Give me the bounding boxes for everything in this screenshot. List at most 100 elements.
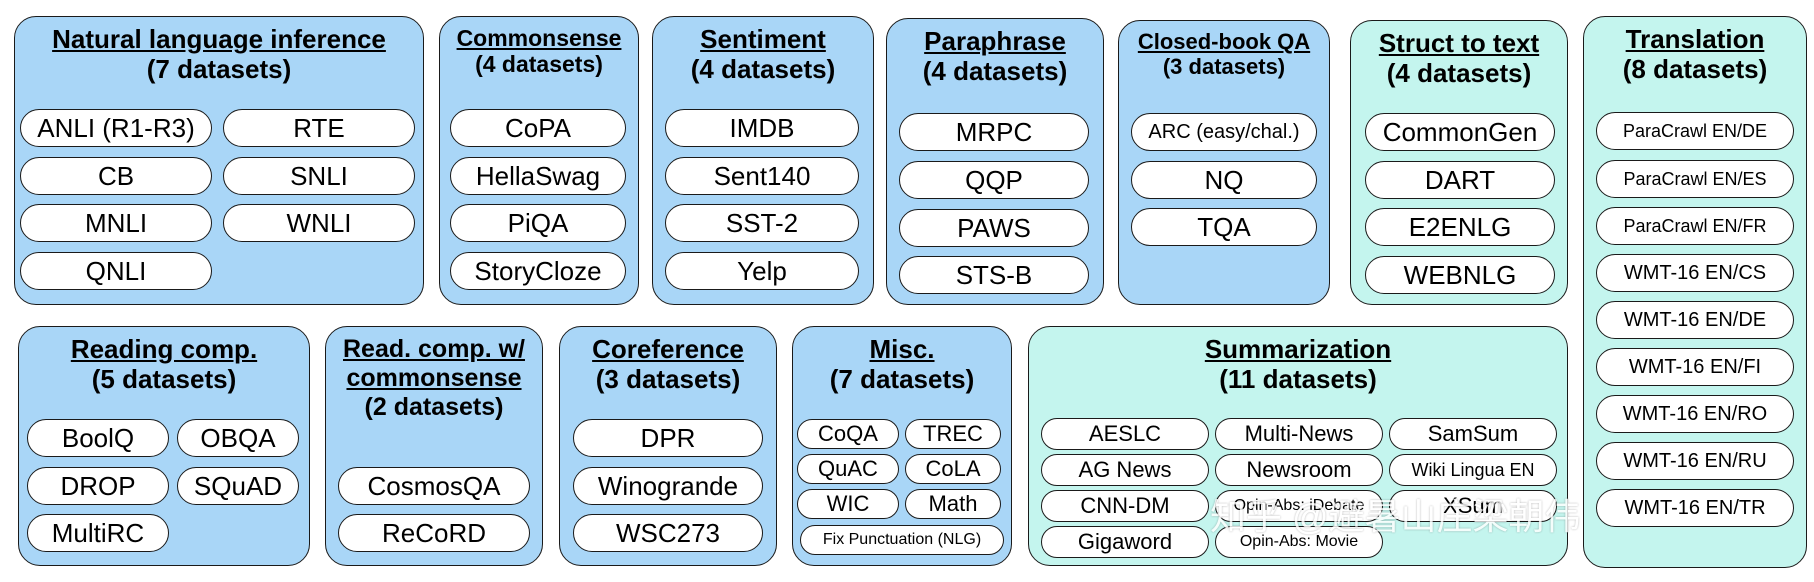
- dataset-pill: ParaCrawl EN/DE: [1596, 112, 1794, 150]
- dataset-pill: E2ENLG: [1365, 208, 1555, 246]
- dataset-pill: StoryCloze: [450, 252, 626, 290]
- dataset-pill: WIC: [797, 489, 899, 519]
- dataset-pill: SamSum: [1389, 418, 1557, 450]
- dataset-pill: QuAC: [797, 454, 899, 484]
- cluster-title: Natural language inference: [52, 24, 386, 54]
- dataset-pill: WEBNLG: [1365, 256, 1555, 294]
- cluster-title: Reading comp.: [70, 334, 258, 364]
- dataset-pill: OBQA: [177, 419, 299, 457]
- cluster-paraphrase: Paraphrase (4 datasets) MRPC QQP PAWS ST…: [886, 18, 1104, 305]
- cluster-title: Paraphrase: [924, 26, 1066, 56]
- cluster-struct-to-text: Struct to text (4 datasets) CommonGen DA…: [1350, 20, 1568, 305]
- dataset-pill: ParaCrawl EN/FR: [1596, 207, 1794, 245]
- dataset-pill: ANLI (R1-R3): [20, 109, 212, 147]
- dataset-pill: Multi-News: [1215, 418, 1383, 450]
- dataset-pill: SQuAD: [177, 467, 299, 505]
- dataset-pill: PiQA: [450, 204, 626, 242]
- dataset-pill: TREC: [905, 419, 1001, 449]
- dataset-pill: WSC273: [573, 514, 763, 552]
- dataset-pill: TQA: [1131, 208, 1317, 246]
- cluster-title: Commonsense: [456, 25, 622, 51]
- dataset-pill: SNLI: [223, 157, 415, 195]
- dataset-pill: CoQA: [797, 419, 899, 449]
- cluster-count: (7 datasets): [829, 363, 975, 394]
- cluster-sentiment: Sentiment (4 datasets) IMDB Sent140 SST-…: [652, 16, 874, 305]
- dataset-pill: Newsroom: [1215, 454, 1383, 486]
- dataset-pill: SST-2: [665, 204, 859, 242]
- dataset-pill: DROP: [27, 467, 169, 505]
- cluster-title-line-2: commonsense: [346, 363, 522, 392]
- dataset-pill: WNLI: [223, 204, 415, 242]
- cluster-count: (3 datasets): [1162, 54, 1286, 80]
- dataset-pill: CommonGen: [1365, 113, 1555, 151]
- dataset-pill: WMT-16 EN/DE: [1596, 301, 1794, 339]
- dataset-pill: ReCoRD: [338, 514, 530, 552]
- cluster-count: (7 datasets): [146, 53, 292, 84]
- dataset-pill: Math: [905, 489, 1001, 519]
- cluster-title: Sentiment: [700, 24, 826, 54]
- cluster-title: Struct to text: [1378, 28, 1540, 58]
- dataset-pill: CNN-DM: [1041, 490, 1209, 522]
- dataset-pill: MNLI: [20, 204, 212, 242]
- dataset-pill: Yelp: [665, 252, 859, 290]
- dataset-pill: AESLC: [1041, 418, 1209, 450]
- dataset-pill: Gigaword: [1041, 526, 1209, 558]
- dataset-pill: MRPC: [899, 113, 1089, 151]
- dataset-pill: CB: [20, 157, 212, 195]
- dataset-pill: WMT-16 EN/CS: [1596, 254, 1794, 292]
- dataset-pill: PAWS: [899, 209, 1089, 247]
- dataset-pill: NQ: [1131, 161, 1317, 199]
- cluster-title: Misc.: [869, 334, 935, 364]
- cluster-translation: Translation (8 datasets) ParaCrawl EN/DE…: [1583, 16, 1807, 568]
- cluster-title: Coreference: [592, 334, 744, 364]
- dataset-pill: Winogrande: [573, 467, 763, 505]
- watermark: 知乎 @避暑山庄梁朝伟: [1210, 496, 1581, 537]
- cluster-title: Closed-book QA: [1137, 29, 1311, 54]
- dataset-pill: ARC (easy/chal.): [1131, 113, 1317, 151]
- dataset-pill: Sent140: [665, 157, 859, 195]
- cluster-title: Summarization: [1204, 334, 1392, 364]
- dataset-pill: WMT-16 EN/TR: [1596, 489, 1794, 527]
- dataset-pill: XSum: [1389, 490, 1557, 522]
- cluster-commonsense: Commonsense (4 datasets) CoPA HellaSwag …: [439, 16, 639, 305]
- cluster-misc: Misc. (7 datasets) CoQA TREC QuAC CoLA W…: [792, 326, 1012, 566]
- dataset-pill: BoolQ: [27, 419, 169, 457]
- dataset-pill: QQP: [899, 161, 1089, 199]
- dataset-pill: HellaSwag: [450, 157, 626, 195]
- dataset-pill: STS-B: [899, 256, 1089, 294]
- cluster-count: (4 datasets): [475, 51, 603, 78]
- cluster-count: (4 datasets): [1386, 57, 1532, 88]
- dataset-pill: QNLI: [20, 252, 212, 290]
- cluster-count: (8 datasets): [1622, 53, 1768, 84]
- dataset-pill: AG News: [1041, 454, 1209, 486]
- dataset-pill: DART: [1365, 161, 1555, 199]
- dataset-pill: Opin-Abs: iDebate: [1215, 490, 1383, 522]
- dataset-pill: DPR: [573, 419, 763, 457]
- cluster-count: (2 datasets): [364, 392, 504, 421]
- dataset-pill: WMT-16 EN/RO: [1596, 395, 1794, 433]
- cluster-coreference: Coreference (3 datasets) DPR Winogrande …: [559, 326, 777, 566]
- dataset-pill: IMDB: [665, 109, 859, 147]
- dataset-pill: ParaCrawl EN/ES: [1596, 160, 1794, 198]
- cluster-count: (4 datasets): [690, 53, 836, 84]
- dataset-pill: WMT-16 EN/FI: [1596, 348, 1794, 386]
- dataset-pill: CoLA: [905, 454, 1001, 484]
- cluster-count: (3 datasets): [595, 363, 741, 394]
- cluster-reading-comp: Reading comp. (5 datasets) BoolQ OBQA DR…: [18, 326, 310, 566]
- cluster-summarization: Summarization (11 datasets) AESLC Multi-…: [1028, 326, 1568, 566]
- dataset-pill: Wiki Lingua EN: [1389, 454, 1557, 486]
- cluster-closed-book-qa: Closed-book QA (3 datasets) ARC (easy/ch…: [1118, 20, 1330, 305]
- dataset-pill: CosmosQA: [338, 467, 530, 505]
- cluster-title: Read. comp. w/: [343, 335, 525, 363]
- dataset-pill: WMT-16 EN/RU: [1596, 442, 1794, 480]
- cluster-title: Translation: [1625, 24, 1765, 54]
- cluster-count: (11 datasets): [1219, 363, 1377, 394]
- dataset-pill: Fix Punctuation (NLG): [800, 525, 1004, 555]
- dataset-pill: MultiRC: [27, 514, 169, 552]
- dataset-pill: Opin-Abs: Movie: [1215, 526, 1383, 558]
- cluster-count: (5 datasets): [91, 363, 237, 394]
- cluster-natural-language-inference: Natural language inference (7 datasets) …: [14, 16, 424, 305]
- cluster-count: (4 datasets): [922, 55, 1068, 86]
- dataset-pill: CoPA: [450, 109, 626, 147]
- cluster-read-comp-commonsense: Read. comp. w/ commonsense (2 datasets) …: [325, 326, 543, 566]
